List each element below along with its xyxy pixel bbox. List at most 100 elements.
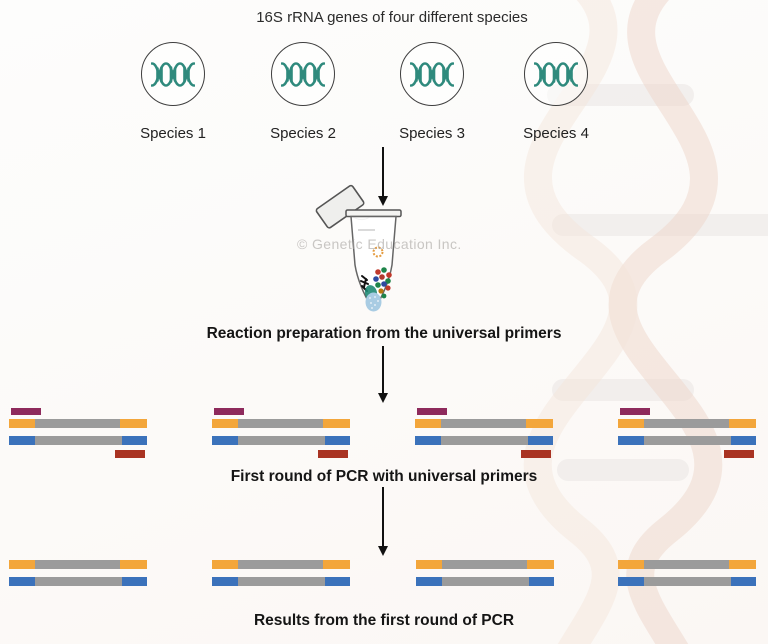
- pcr-product-group-4: [618, 408, 756, 458]
- dna-helix-icon: [410, 61, 454, 87]
- blue-strand-bar: [618, 436, 756, 445]
- blue-primer-segment: [9, 436, 35, 445]
- purple-primer-bar: [620, 408, 650, 415]
- caption-results: Results from the first round of PCR: [253, 612, 515, 629]
- gray-template-segment: [35, 577, 122, 586]
- blue-primer-segment: [9, 577, 35, 586]
- blue-strand-bar: [415, 436, 553, 445]
- orange-primer-segment: [416, 560, 442, 569]
- orange-primer-segment: [120, 419, 147, 428]
- blue-primer-segment: [731, 577, 756, 586]
- blue-primer-segment: [212, 436, 238, 445]
- orange-amplicon-bar: [9, 560, 147, 569]
- gray-template-segment: [644, 436, 731, 445]
- blue-strand-bar: [9, 436, 147, 445]
- orange-amplicon-bar: [618, 560, 756, 569]
- orange-primer-segment: [729, 560, 756, 569]
- gray-template-segment: [35, 436, 122, 445]
- watermark-text: © Genetic Education Inc.: [297, 236, 462, 252]
- orange-primer-segment: [9, 560, 35, 569]
- down-arrow-1: [377, 147, 388, 206]
- blue-amplicon-bar: [9, 577, 147, 586]
- purple-primer-bar: [11, 408, 41, 415]
- down-arrow-3: [377, 487, 388, 556]
- orange-primer-segment: [729, 419, 756, 428]
- diagram-title: 16S rRNA genes of four different species: [256, 9, 528, 26]
- dna-circle-icon: [271, 42, 335, 106]
- gray-template-segment: [644, 560, 729, 569]
- blue-amplicon-bar: [416, 577, 554, 586]
- red-primer-bar: [724, 450, 754, 458]
- species-label: Species 2: [270, 125, 336, 142]
- gray-template-segment: [644, 419, 729, 428]
- microcentrifuge-tube-icon: [315, 184, 402, 312]
- orange-strand-bar: [415, 419, 553, 428]
- blue-primer-segment: [212, 577, 238, 586]
- orange-strand-bar: [9, 419, 147, 428]
- orange-primer-segment: [618, 560, 644, 569]
- orange-primer-segment: [526, 419, 553, 428]
- species-label: Species 4: [523, 125, 589, 142]
- orange-primer-segment: [212, 560, 238, 569]
- dna-circle-icon: [141, 42, 205, 106]
- purple-primer-bar: [417, 408, 447, 415]
- species-label: Species 1: [140, 125, 206, 142]
- orange-primer-segment: [323, 419, 350, 428]
- orange-primer-segment: [323, 560, 350, 569]
- species-2: Species 2: [263, 42, 343, 142]
- species-1: Species 1: [133, 42, 213, 142]
- red-primer-bar: [115, 450, 145, 458]
- dna-circle-icon: [524, 42, 588, 106]
- orange-primer-segment: [527, 560, 554, 569]
- gray-template-segment: [644, 577, 731, 586]
- gray-template-segment: [441, 436, 528, 445]
- result-amplicon-group-2: [212, 560, 350, 587]
- gray-template-segment: [238, 436, 325, 445]
- blue-primer-segment: [618, 577, 644, 586]
- result-amplicon-group-3: [416, 560, 554, 587]
- orange-amplicon-bar: [212, 560, 350, 569]
- gray-template-segment: [238, 560, 323, 569]
- gray-template-segment: [238, 419, 323, 428]
- result-amplicon-group-1: [9, 560, 147, 587]
- blue-primer-segment: [325, 436, 350, 445]
- red-primer-bar: [318, 450, 348, 458]
- dna-circle-icon: [400, 42, 464, 106]
- blue-primer-segment: [731, 436, 756, 445]
- blue-primer-segment: [416, 577, 442, 586]
- gray-template-segment: [442, 577, 529, 586]
- orange-primer-segment: [618, 419, 644, 428]
- caption-first-round: First round of PCR with universal primer…: [230, 468, 538, 485]
- result-amplicon-group-4: [618, 560, 756, 587]
- gray-template-segment: [238, 577, 325, 586]
- blue-strand-bar: [212, 436, 350, 445]
- blue-primer-segment: [529, 577, 554, 586]
- down-arrow-2: [377, 346, 388, 403]
- red-primer-bar: [521, 450, 551, 458]
- caption-reaction-preparation: Reaction preparation from the universal …: [206, 325, 562, 342]
- blue-primer-segment: [122, 436, 147, 445]
- blue-primer-segment: [415, 436, 441, 445]
- orange-strand-bar: [212, 419, 350, 428]
- gray-template-segment: [441, 419, 526, 428]
- species-3: Species 3: [392, 42, 472, 142]
- orange-strand-bar: [618, 419, 756, 428]
- blue-amplicon-bar: [212, 577, 350, 586]
- blue-primer-segment: [528, 436, 553, 445]
- gray-template-segment: [35, 419, 120, 428]
- orange-amplicon-bar: [416, 560, 554, 569]
- gray-template-segment: [442, 560, 527, 569]
- orange-primer-segment: [212, 419, 238, 428]
- dna-helix-icon: [534, 61, 578, 87]
- orange-primer-segment: [415, 419, 441, 428]
- dna-helix-icon: [281, 61, 325, 87]
- species-label: Species 3: [399, 125, 465, 142]
- dna-helix-icon: [151, 61, 195, 87]
- blue-primer-segment: [325, 577, 350, 586]
- pcr-product-group-1: [9, 408, 147, 458]
- gray-template-segment: [35, 560, 120, 569]
- blue-primer-segment: [618, 436, 644, 445]
- pcr-product-group-3: [415, 408, 553, 458]
- blue-primer-segment: [122, 577, 147, 586]
